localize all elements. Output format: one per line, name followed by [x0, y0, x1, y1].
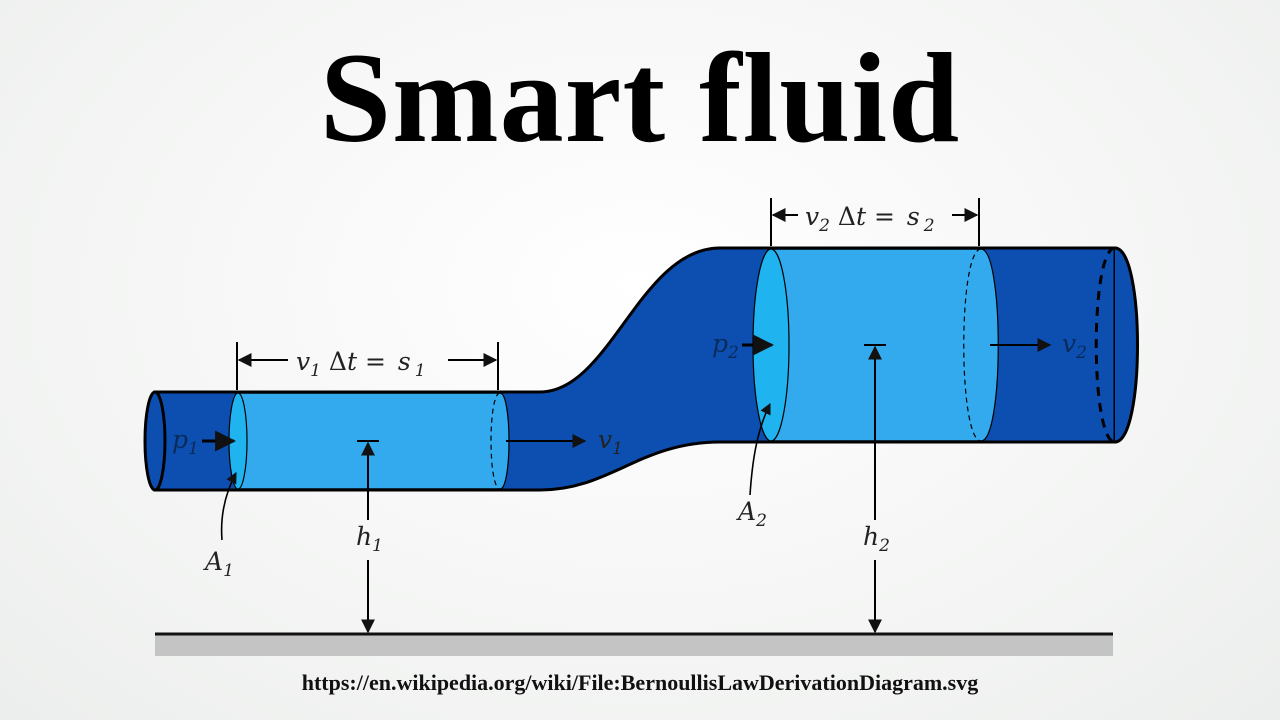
label-h2: h2: [863, 522, 890, 556]
pipe-outlet-end: [1114, 246, 1139, 444]
page-title: Smart fluid: [319, 27, 961, 169]
label-A2: A2: [736, 497, 767, 531]
leader-A1: [220, 472, 237, 541]
label-p2: p2: [712, 329, 739, 363]
pipe-inlet-end: [143, 390, 167, 492]
ground-surface: [155, 634, 1113, 656]
leader-A2: [749, 402, 771, 496]
dimension-s2: [770, 198, 980, 246]
pipe-outlet-dashed: [1094, 246, 1116, 444]
dimension-s1: [236, 342, 499, 390]
label-A1: A1: [203, 547, 234, 581]
label-v2: v2: [1062, 329, 1087, 363]
label-p1: p1: [172, 425, 199, 459]
label-h1: h1: [356, 522, 383, 556]
label-v1: v1: [598, 425, 623, 459]
source-link[interactable]: https://en.wikipedia.org/wiki/File:Berno…: [301, 670, 979, 695]
